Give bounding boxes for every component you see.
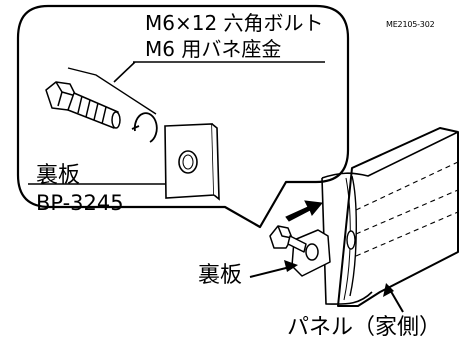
panel-house-side	[321, 127, 459, 307]
bolt-leader-line	[113, 61, 325, 83]
back-plate-label: 裏板	[198, 263, 243, 288]
insertion-arrow	[285, 200, 323, 222]
bolt-spec-label: M6×12 六角ボルト	[145, 11, 324, 35]
back-plate-callout-name: 裏板	[36, 163, 81, 188]
spring-washer-large	[131, 112, 158, 143]
panel-hidden-edges	[355, 161, 459, 257]
bolt-guide-line	[67, 67, 157, 115]
washer-spec-label: M6 用バネ座金	[145, 37, 282, 61]
assembled-bolt-small	[269, 225, 331, 277]
panel-pointer-arrow	[383, 283, 404, 313]
hex-bolt-large	[45, 81, 121, 129]
panel-slot	[346, 230, 356, 250]
panel-label: パネル（家側）	[287, 315, 442, 340]
back-plate-pointer-arrow	[249, 260, 298, 278]
back-plate-callout-code: BP-3245	[36, 191, 124, 215]
back-plate-large	[164, 123, 220, 201]
diagram-code: ME2105-302	[386, 20, 435, 29]
